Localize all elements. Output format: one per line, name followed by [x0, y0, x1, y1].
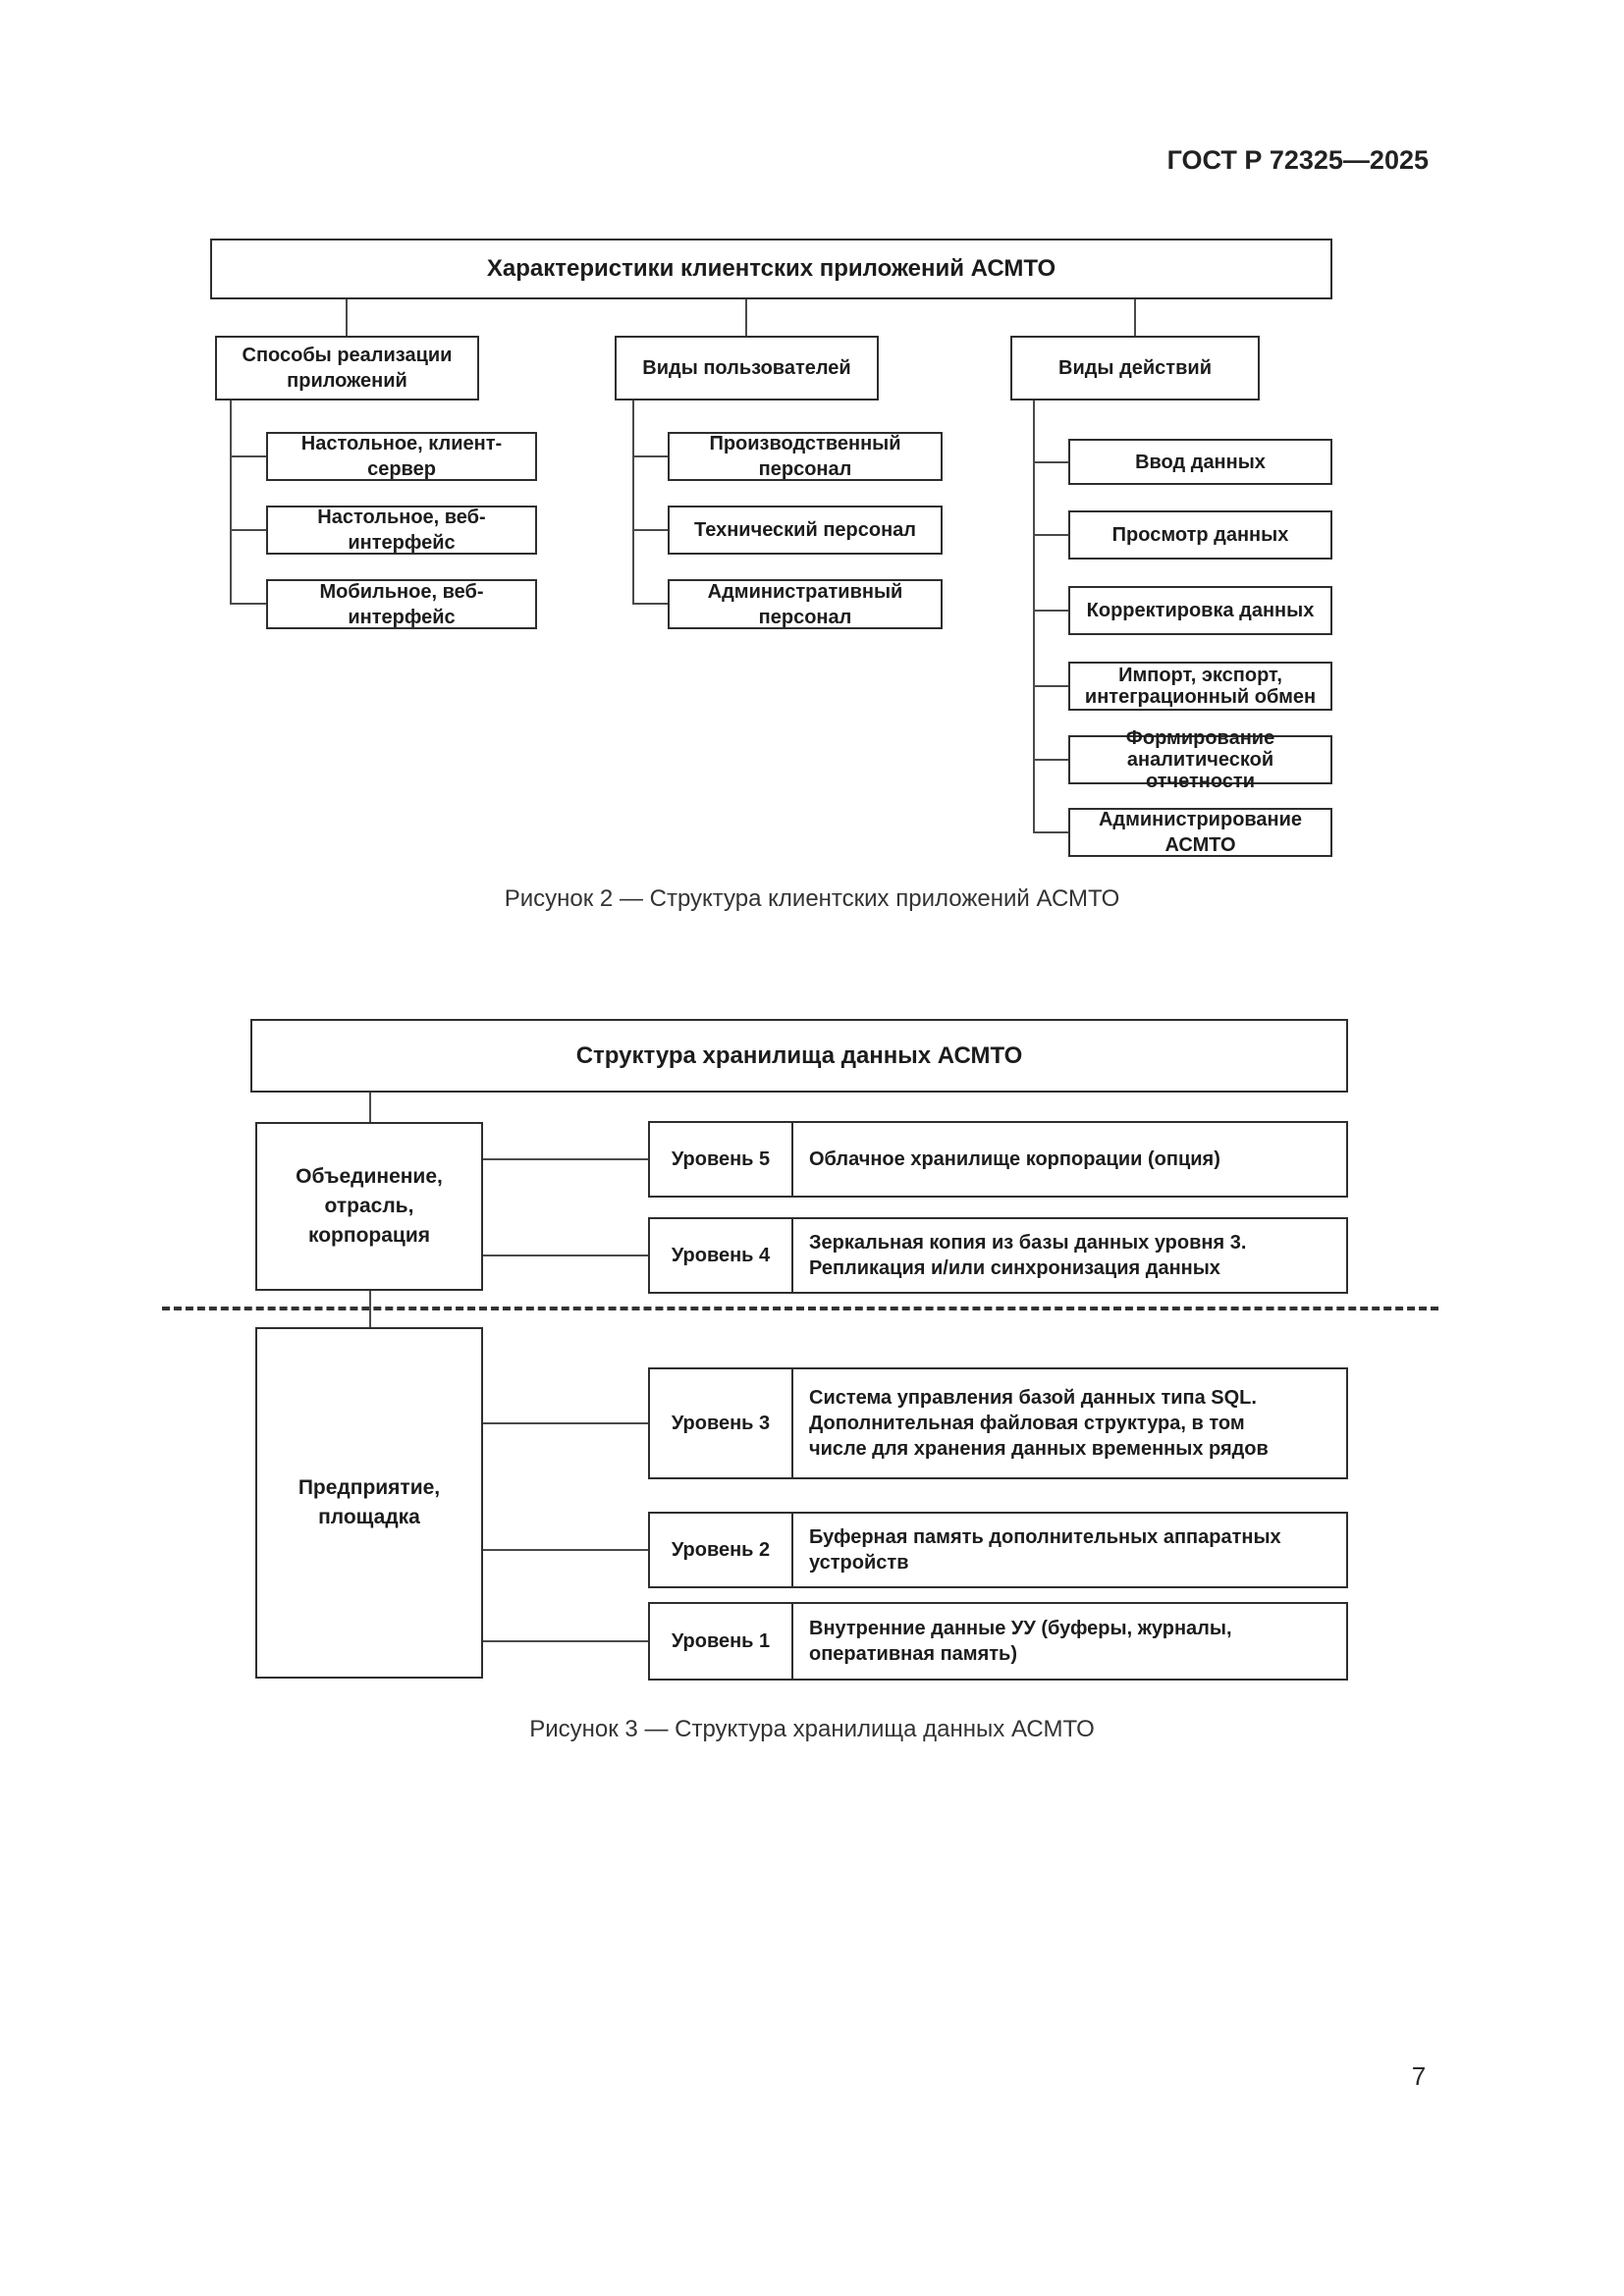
fig2-item: Импорт, экспорт, интеграционный обмен: [1068, 662, 1332, 711]
fig3-group-corporation: Объединение, отрасль, корпорация: [255, 1122, 483, 1291]
fig2-connector: [230, 400, 232, 605]
fig3-dashed-separator: [162, 1307, 1438, 1310]
fig2-connector: [1033, 461, 1068, 463]
fig3-title-box: Структура хранилища данных АСМТО: [250, 1019, 1348, 1093]
fig3-caption: Рисунок 3 — Структура хранилища данных А…: [529, 1716, 1095, 1742]
fig2-column-header-realization: Способы реализации приложений: [215, 336, 479, 400]
fig2-connector: [230, 529, 266, 531]
fig2-item: Мобильное, веб-интерфейс: [266, 579, 537, 629]
fig2-connector: [632, 529, 668, 531]
fig2-connector: [1033, 759, 1068, 761]
fig2-connector: [346, 299, 348, 336]
fig3-level2-description: Буферная память дополнительных аппаратны…: [791, 1512, 1348, 1588]
fig3-group-enterprise: Предприятие, площадка: [255, 1327, 483, 1679]
fig2-connector: [1033, 685, 1068, 687]
fig2-item: Администрирование АСМТО: [1068, 808, 1332, 857]
fig2-connector: [1033, 831, 1068, 833]
fig3-level4-label: Уровень 4: [648, 1217, 793, 1294]
fig3-level4-description: Зеркальная копия из базы данных уровня 3…: [791, 1217, 1348, 1294]
fig2-item: Административный персонал: [668, 579, 943, 629]
fig2-item: Технический персонал: [668, 506, 943, 555]
fig2-connector: [1134, 299, 1136, 336]
fig2-item: Просмотр данных: [1068, 510, 1332, 560]
fig3-connector: [369, 1291, 371, 1327]
fig3-connector: [369, 1093, 371, 1122]
fig2-connector: [230, 455, 266, 457]
fig2-connector: [1033, 534, 1068, 536]
fig2-connector: [745, 299, 747, 336]
fig2-item: Корректировка данных: [1068, 586, 1332, 635]
fig2-caption: Рисунок 2 — Структура клиентских приложе…: [504, 885, 1120, 912]
fig2-connector: [1033, 400, 1035, 833]
fig2-column-header-users: Виды пользователей: [615, 336, 879, 400]
fig3-connector: [483, 1255, 648, 1256]
fig3-level3-description: Система управления базой данных типа SQL…: [791, 1367, 1348, 1479]
fig2-item: Настольное, веб-интерфейс: [266, 506, 537, 555]
fig3-level1-description: Внутренние данные УУ (буферы, журналы, о…: [791, 1602, 1348, 1681]
fig3-connector: [483, 1158, 648, 1160]
document-header: ГОСТ Р 72325—2025: [1166, 145, 1429, 175]
fig2-connector: [632, 603, 668, 605]
fig2-item: Настольное, клиент-сервер: [266, 432, 537, 481]
fig3-level2-label: Уровень 2: [648, 1512, 793, 1588]
fig3-level5-description: Облачное хранилище корпорации (опция): [791, 1121, 1348, 1198]
fig3-connector: [483, 1422, 648, 1424]
fig3-connector: [483, 1640, 648, 1642]
page-number: 7: [1411, 2061, 1427, 2091]
fig2-connector: [230, 603, 266, 605]
fig3-connector: [483, 1549, 648, 1551]
fig2-connector: [632, 400, 634, 605]
fig2-item: Формирование аналитической отчетности: [1068, 727, 1332, 792]
fig2-connector: [632, 455, 668, 457]
fig2-item: Ввод данных: [1068, 439, 1332, 485]
fig2-item: Производственный персонал: [668, 432, 943, 481]
fig3-level3-label: Уровень 3: [648, 1367, 793, 1479]
fig2-connector: [1033, 610, 1068, 612]
fig3-level1-label: Уровень 1: [648, 1602, 793, 1681]
fig3-level5-label: Уровень 5: [648, 1121, 793, 1198]
fig2-column-header-actions: Виды действий: [1010, 336, 1260, 400]
fig2-title-box: Характеристики клиентских приложений АСМ…: [210, 239, 1332, 299]
